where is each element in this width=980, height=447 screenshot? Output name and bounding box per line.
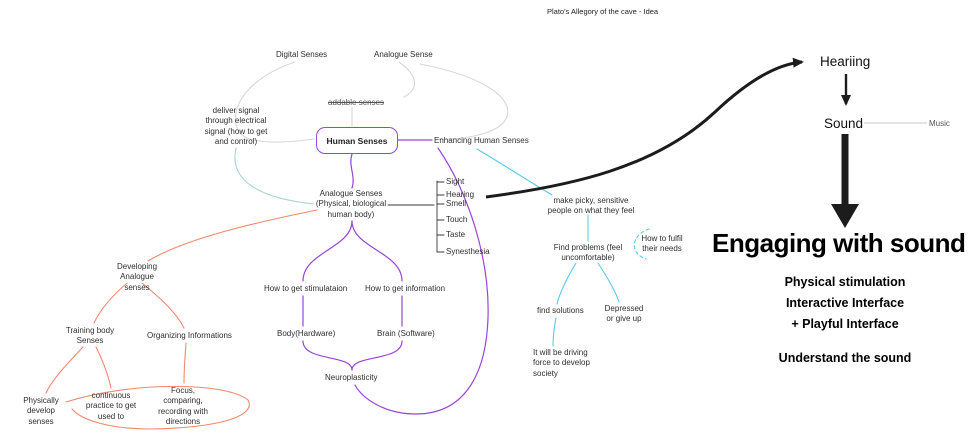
orange-connectors [45, 209, 318, 430]
node-how-to-get-information[interactable]: How to get information [365, 284, 446, 293]
node-how-to-fulfil[interactable]: How to fulfil their needs [641, 234, 683, 254]
line-understand-the-sound[interactable]: Understand the sound [778, 351, 912, 365]
gray-connectors [234, 61, 509, 143]
sense-item-synesthesia[interactable]: Synesthesia [446, 247, 490, 256]
drawn-arrows[interactable] [485, 57, 927, 228]
sense-item-touch[interactable]: Touch [446, 215, 468, 224]
node-how-to-get-stimulation[interactable]: How to get stimulataion [264, 284, 348, 293]
node-make-picky[interactable]: make picky, sensitive people on what the… [547, 196, 635, 216]
board-title[interactable]: Plato's Allegory of the cave - Idea [547, 7, 659, 16]
sense-item-sight[interactable]: Sight [446, 177, 465, 186]
sense-item-smell[interactable]: Smell [446, 199, 467, 208]
node-brain-software[interactable]: Brain (Software) [377, 329, 435, 338]
node-neuroplasticity[interactable]: Neuroplasticity [325, 373, 378, 382]
node-focus-comparing[interactable]: Focus, comparing, recording with directi… [158, 386, 208, 427]
node-physically-develop[interactable]: Physically develop senses [23, 396, 59, 426]
node-digital-senses[interactable]: Digital Senses [276, 50, 328, 59]
heading-hearing[interactable]: Heariing [820, 54, 871, 69]
node-developing-analogue[interactable]: Developing Analogue senses [116, 262, 158, 292]
blue-connectors [476, 148, 650, 347]
node-human-senses[interactable]: Human Senses [316, 127, 398, 154]
node-deliver-signal[interactable]: deliver signal through electrical signal… [204, 106, 268, 147]
sense-item-hearing[interactable]: Hearing [446, 190, 475, 199]
node-continuous-practice[interactable]: continuous practice to get used to [85, 391, 137, 421]
node-body-hardware[interactable]: Body(Hardware) [277, 329, 336, 338]
node-find-solutions[interactable]: find solutions [537, 306, 584, 315]
heading-sound[interactable]: Sound [824, 116, 864, 131]
node-analogue-sense[interactable]: Analogue Sense [374, 50, 433, 59]
line-physical-stimulation[interactable]: Physical stimulation [784, 275, 906, 289]
node-addable-senses[interactable]: addable senses [328, 98, 385, 107]
line-interactive-interface[interactable]: Interactive Interface [785, 296, 905, 310]
label-music[interactable]: Music [929, 119, 950, 128]
sense-item-taste[interactable]: Taste [446, 230, 466, 239]
senses-bracket [387, 180, 445, 253]
node-analogue-senses-physical[interactable]: Analogue Senses (Physical, biological hu… [315, 189, 387, 219]
node-find-problems[interactable]: Find problems (feel uncomfortable) [553, 243, 623, 263]
sound-to-engaging-arrowhead [831, 204, 859, 228]
node-enhancing-human-senses[interactable]: Enhancing Human Senses [434, 136, 529, 145]
node-depressed[interactable]: Depressed or give up [604, 304, 644, 324]
heading-engaging-with-sound[interactable]: Engaging with sound [712, 228, 966, 258]
node-driving-force[interactable]: It will be driving force to develop soci… [533, 348, 590, 378]
purple-connectors [302, 139, 489, 415]
senses-to-hearing-arrow[interactable] [485, 57, 804, 199]
line-playful-interface[interactable]: + Playful Interface [791, 317, 899, 331]
node-organizing-informations[interactable]: Organizing Informations [147, 331, 232, 340]
node-training-body[interactable]: Training body Senses [65, 326, 115, 346]
teal-connector [234, 147, 315, 205]
